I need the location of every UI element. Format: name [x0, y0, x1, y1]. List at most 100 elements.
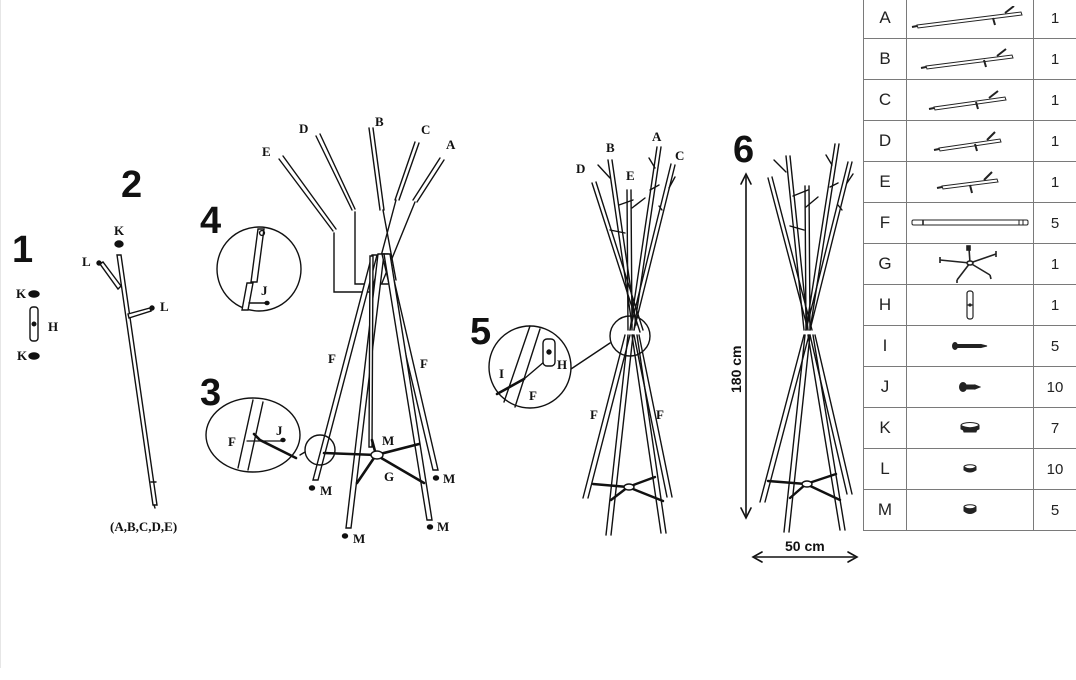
- step5-label-a: A: [652, 129, 662, 144]
- part-code: H: [863, 284, 907, 326]
- step-number-2: 2: [121, 164, 143, 206]
- part-code: J: [863, 366, 907, 408]
- small-cap-icon: [906, 448, 1034, 490]
- foot-cap-icon: [906, 489, 1034, 531]
- leg-label-f-left: F: [328, 351, 336, 366]
- part-quantity: 7: [1033, 407, 1076, 449]
- step2-pole-drawing: [96, 240, 158, 509]
- branch-pole-long-icon: [906, 0, 1034, 39]
- label-k-bottom: K: [17, 348, 28, 363]
- part-quantity: 1: [1033, 79, 1076, 121]
- part-quantity: 5: [1033, 325, 1076, 367]
- short-screw-icon: [906, 366, 1034, 408]
- branch-label-e: E: [262, 144, 271, 159]
- part-code: A: [863, 0, 907, 39]
- detail5-label-h: H: [557, 357, 568, 372]
- part-code: I: [863, 325, 907, 367]
- detail4-label-j: J: [261, 283, 268, 298]
- label-k-top: K: [16, 286, 27, 301]
- part-code: B: [863, 38, 907, 80]
- connector-sleeve-icon: [906, 284, 1034, 326]
- branch-label-a: A: [446, 137, 456, 152]
- step-number-5: 5: [470, 311, 492, 353]
- step5-label-e: E: [626, 168, 635, 183]
- label-l-left: L: [82, 254, 91, 269]
- parts-row-i: I 5: [863, 325, 1076, 367]
- parts-row-f: F 5: [863, 202, 1076, 244]
- parts-row-g: G 1: [863, 243, 1076, 285]
- parts-row-b: B 1: [863, 38, 1076, 80]
- step2-caption: (A,B,C,D,E): [110, 519, 178, 534]
- part-quantity: 5: [1033, 489, 1076, 531]
- branch-label-b: B: [375, 114, 384, 129]
- label-k: K: [114, 223, 125, 238]
- step-number-3: 3: [200, 372, 222, 414]
- detail3-label-j: J: [276, 423, 283, 438]
- label-h: H: [48, 319, 59, 334]
- part-code: M: [863, 489, 907, 531]
- page-bottom-margin: [0, 668, 1076, 680]
- step5-label-d: D: [576, 161, 586, 176]
- parts-row-c: C 1: [863, 79, 1076, 121]
- parts-row-m: M 5: [863, 489, 1076, 531]
- straight-tube-icon: [906, 202, 1034, 244]
- part-code: C: [863, 79, 907, 121]
- part-quantity: 10: [1033, 366, 1076, 408]
- page-edge: [0, 0, 1, 668]
- large-cap-icon: [906, 407, 1034, 449]
- step5-leg-label-f-left: F: [590, 407, 598, 422]
- base-label-g: G: [384, 469, 395, 484]
- part-code: G: [863, 243, 907, 285]
- parts-row-a: A 1: [863, 0, 1076, 39]
- part-quantity: 1: [1033, 0, 1076, 39]
- long-screw-icon: [906, 325, 1034, 367]
- part-quantity: 1: [1033, 120, 1076, 162]
- parts-row-d: D 1: [863, 120, 1076, 162]
- foot-label-m-1: M: [320, 483, 333, 498]
- step5-assembled-drawing: [488, 146, 676, 536]
- step-number-6: 6: [733, 129, 755, 171]
- branch-pole-short-icon: [906, 120, 1034, 162]
- step5-label-c: C: [675, 148, 685, 163]
- part-quantity: 5: [1033, 202, 1076, 244]
- label-l-right: L: [160, 299, 169, 314]
- star-base-icon: [906, 243, 1034, 285]
- branch-pole-icon: [906, 79, 1034, 121]
- step1-sleeve-drawing: [28, 290, 40, 360]
- part-code: D: [863, 120, 907, 162]
- part-quantity: 1: [1033, 38, 1076, 80]
- part-quantity: 1: [1033, 243, 1076, 285]
- part-quantity: 10: [1033, 448, 1076, 490]
- height-dimension: 180 cm: [728, 345, 744, 393]
- part-quantity: 1: [1033, 284, 1076, 326]
- branch-label-c: C: [421, 122, 431, 137]
- part-quantity: 1: [1033, 161, 1076, 203]
- step3-4-frame-drawing: [205, 127, 445, 539]
- step6-final-drawing: [740, 143, 859, 563]
- branch-pole-short-icon: [906, 161, 1034, 203]
- width-dimension: 50 cm: [785, 538, 825, 554]
- parts-row-e: E 1: [863, 161, 1076, 203]
- base-label-m-center: M: [382, 433, 395, 448]
- part-code: K: [863, 407, 907, 449]
- branch-label-d: D: [299, 121, 309, 136]
- leg-label-f-right: F: [420, 356, 428, 371]
- detail5-label-f: F: [529, 388, 537, 403]
- parts-row-j: J 10: [863, 366, 1076, 408]
- step5-label-b: B: [606, 140, 615, 155]
- step5-leg-label-f-right: F: [656, 407, 664, 422]
- detail5-label-i: I: [499, 366, 505, 381]
- branch-pole-icon: [906, 38, 1034, 80]
- part-code: L: [863, 448, 907, 490]
- parts-table: A 1 B 1 C 1 D: [863, 0, 1076, 531]
- parts-row-k: K 7: [863, 407, 1076, 449]
- detail3-label-f: F: [228, 434, 236, 449]
- foot-label-m-3: M: [443, 471, 456, 486]
- parts-row-l: L 10: [863, 448, 1076, 490]
- assembly-drawings: [28, 127, 859, 563]
- step-number-4: 4: [200, 200, 222, 242]
- parts-row-h: H 1: [863, 284, 1076, 326]
- foot-label-m-4: M: [437, 519, 450, 534]
- part-code: F: [863, 202, 907, 244]
